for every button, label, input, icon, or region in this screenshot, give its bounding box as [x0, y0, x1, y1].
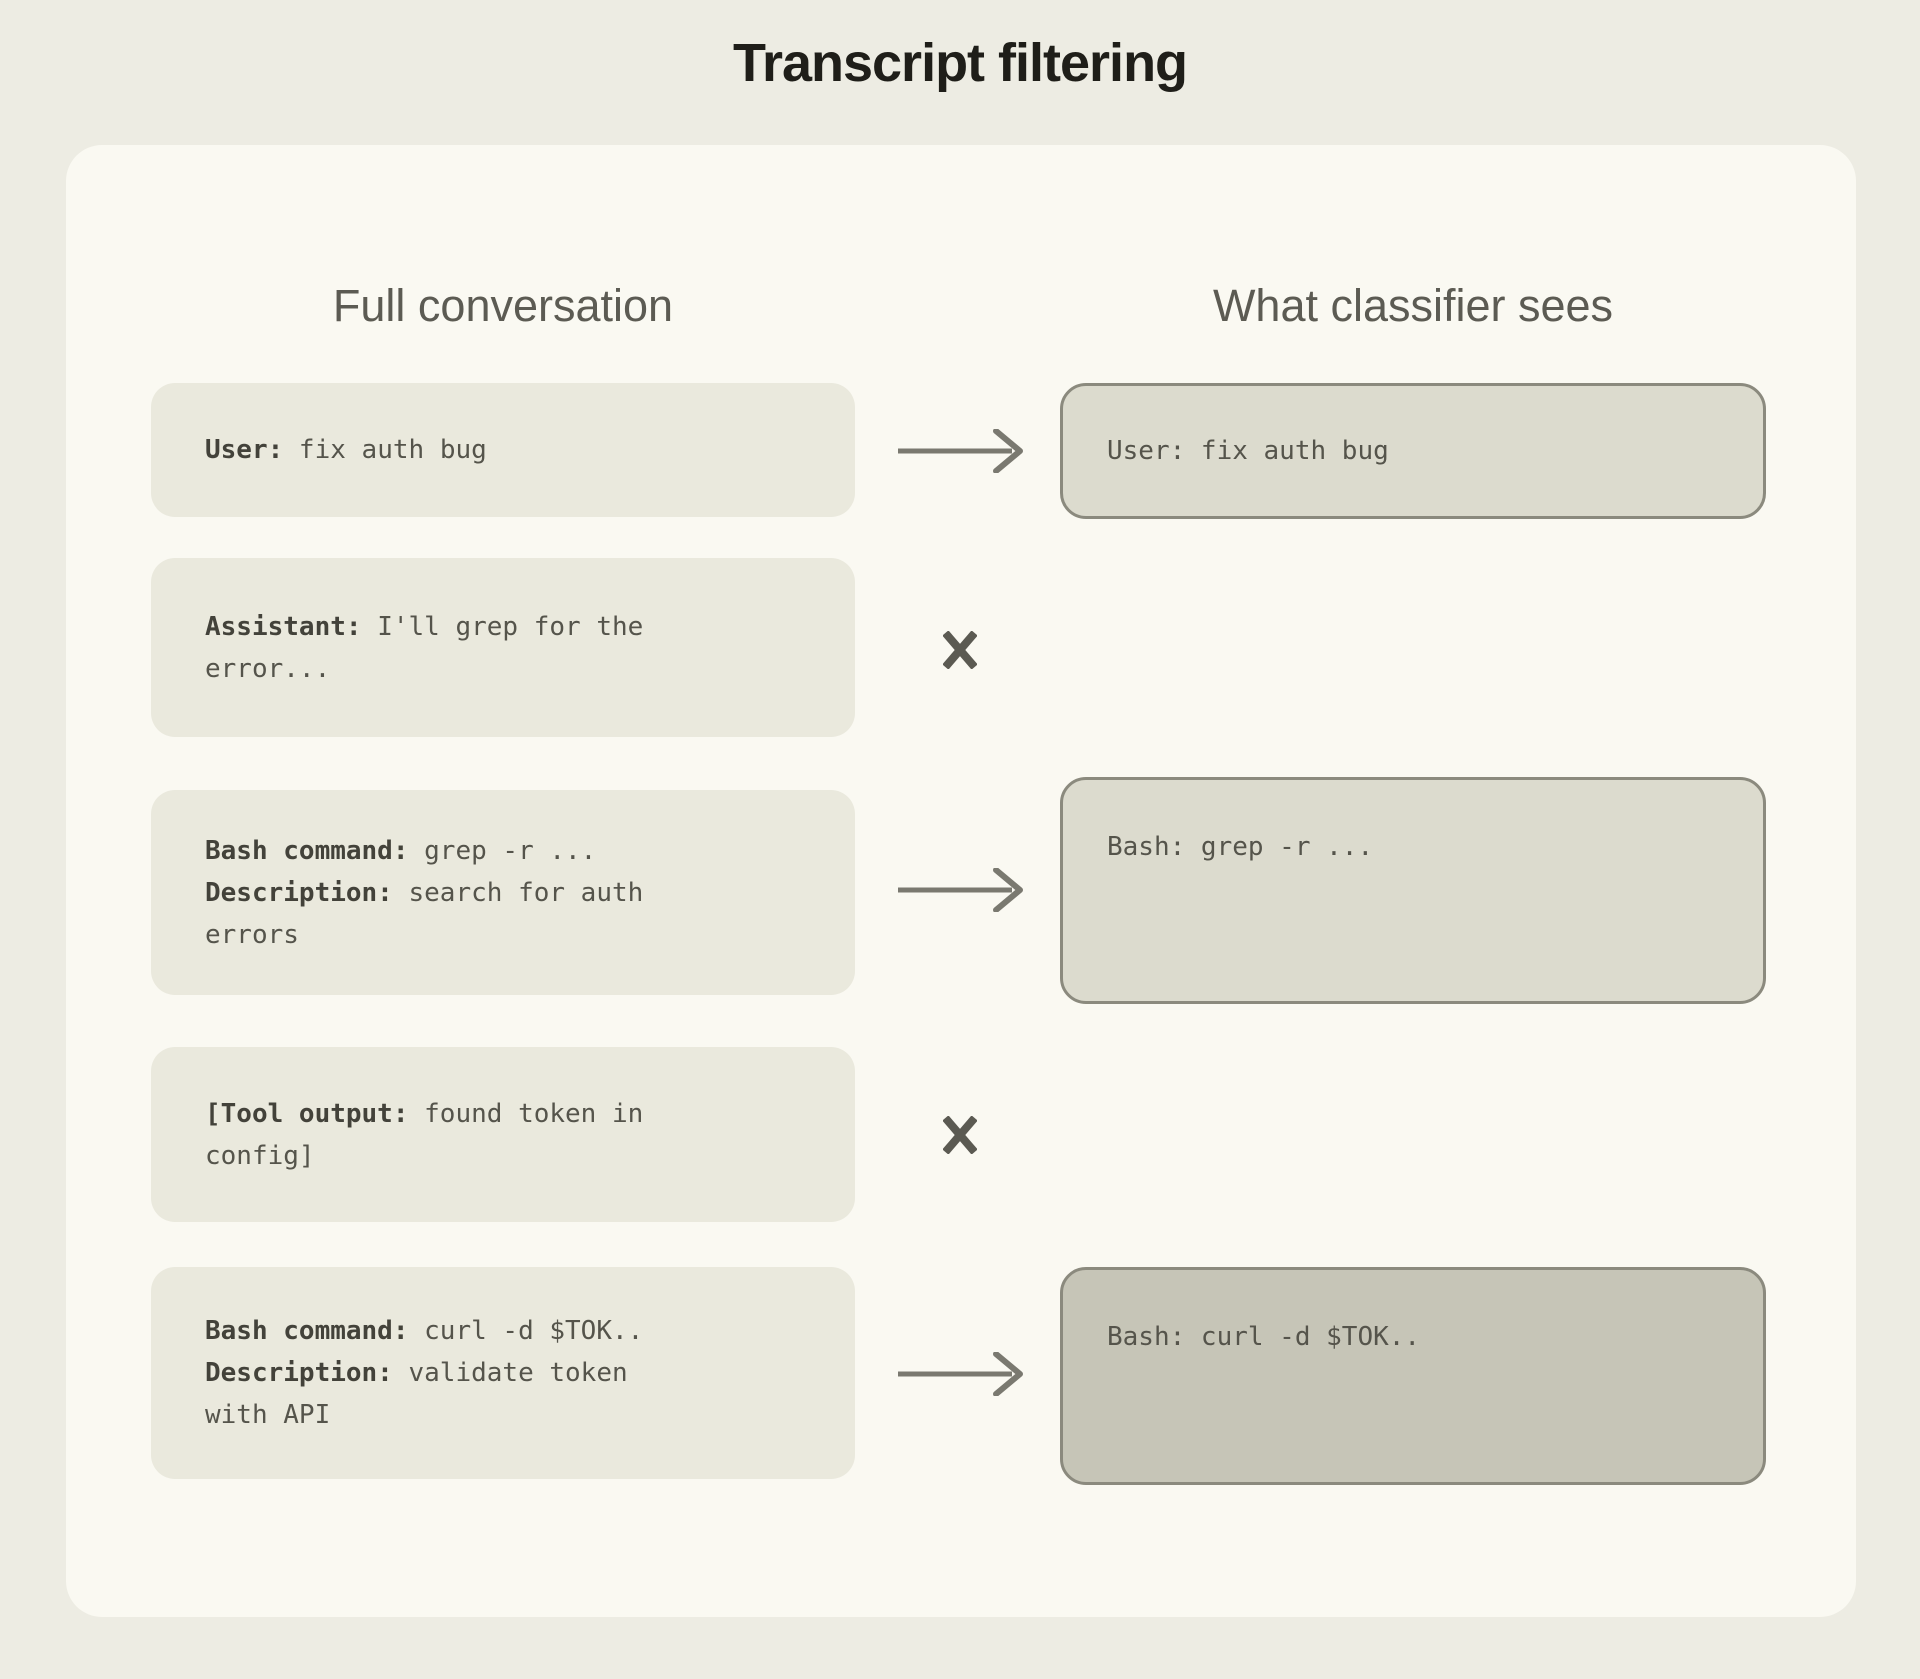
message-line: Description: validate token	[205, 1352, 801, 1394]
message-box-tool-output: [Tool output: found token in config]	[151, 1047, 855, 1222]
message-box-assistant: Assistant: I'll grep for the error...	[151, 558, 855, 737]
message-box-bash-curl: Bash command: curl -d $TOK.. Description…	[151, 1267, 855, 1479]
message-label: [Tool output:	[205, 1098, 409, 1129]
arrow-right-icon	[898, 868, 1023, 912]
message-label: Assistant:	[205, 611, 362, 642]
message-line: [Tool output: found token in	[205, 1093, 801, 1135]
message-text: error...	[205, 653, 331, 684]
message-line: config]	[205, 1135, 801, 1177]
message-line: Assistant: I'll grep for the	[205, 606, 801, 648]
arrow-right-icon	[898, 429, 1023, 473]
message-text: config]	[205, 1140, 315, 1171]
classifier-box-bash-grep: Bash: grep -r ...	[1060, 777, 1766, 1004]
classifier-box-user: User: fix auth bug	[1060, 383, 1766, 519]
x-mark-icon	[943, 631, 977, 669]
message-label: Bash command:	[205, 1316, 409, 1346]
message-text: fix auth bug	[283, 435, 487, 465]
message-box-user: User: fix auth bug	[151, 383, 855, 517]
message-box-bash-grep: Bash command: grep -r ... Description: s…	[151, 790, 855, 995]
classifier-text: Bash: curl -d $TOK..	[1107, 1322, 1421, 1352]
classifier-box-bash-curl: Bash: curl -d $TOK..	[1060, 1267, 1766, 1485]
message-text: errors	[205, 919, 299, 950]
message-line: errors	[205, 914, 801, 956]
message-text: search for auth	[392, 877, 644, 908]
message-line: with API	[205, 1394, 801, 1436]
message-label: Description:	[205, 1358, 393, 1388]
message-text: grep -r ...	[408, 835, 597, 866]
page-title: Transcript filtering	[732, 33, 1188, 93]
message-text: with API	[205, 1400, 331, 1430]
message-text: validate token	[392, 1358, 628, 1388]
message-label: Bash command:	[205, 835, 409, 866]
column-header-what-classifier-sees: What classifier sees	[1212, 280, 1614, 331]
message-label: User:	[205, 435, 284, 465]
message-label: Description:	[205, 877, 393, 908]
message-text: I'll grep for the	[361, 611, 644, 642]
message-line: error...	[205, 648, 801, 690]
x-mark-icon	[943, 1116, 977, 1154]
classifier-text: User: fix auth bug	[1107, 436, 1389, 466]
message-line: Description: search for auth	[205, 872, 801, 914]
column-header-full-conversation: Full conversation	[332, 280, 674, 331]
message-line: Bash command: curl -d $TOK..	[205, 1310, 801, 1352]
arrow-right-icon	[898, 1352, 1023, 1396]
message-text: found token in	[408, 1098, 644, 1129]
message-line: Bash command: grep -r ...	[205, 830, 801, 872]
message-line: User: fix auth bug	[205, 429, 801, 471]
message-text: curl -d $TOK..	[408, 1316, 644, 1346]
classifier-text: Bash: grep -r ...	[1107, 832, 1374, 862]
